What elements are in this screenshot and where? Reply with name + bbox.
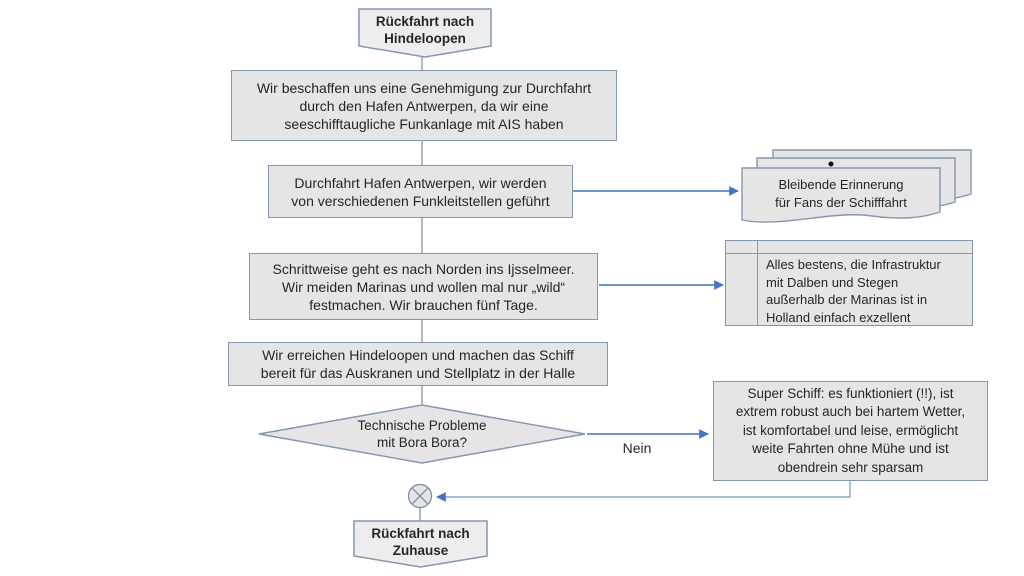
note-header-divider bbox=[726, 253, 972, 254]
multidocument-shape bbox=[741, 149, 972, 223]
diamond-shape bbox=[258, 404, 586, 464]
banner-shape bbox=[353, 520, 488, 568]
node-end-terminator: Rückfahrt nach Zuhause bbox=[353, 520, 488, 568]
node-step-transit-label: Durchfahrt Hafen Antwerpen, wir werden v… bbox=[291, 174, 550, 209]
node-start-label: Rückfahrt nach Hindeloopen bbox=[375, 14, 475, 46]
junction-circle-x-icon bbox=[407, 483, 433, 509]
node-end-label: Rückfahrt nach Zuhause bbox=[371, 526, 470, 558]
node-decision-problems: Technische Probleme mit Bora Bora? bbox=[258, 404, 586, 464]
node-result-ship-label: Super Schiff: es funktioniert (!!), ist … bbox=[735, 385, 966, 475]
node-step-transit: Durchfahrt Hafen Antwerpen, wir werden v… bbox=[268, 165, 573, 218]
note-left-divider bbox=[757, 241, 758, 325]
node-step-arrival-label: Wir erreichen Hindeloopen und machen das… bbox=[260, 347, 576, 381]
node-step-north-label: Schrittweise geht es nach Norden ins Ijs… bbox=[272, 260, 575, 313]
node-step-permission: Wir beschaffen uns eine Genehmigung zur … bbox=[231, 70, 617, 141]
document-front bbox=[741, 167, 941, 223]
node-document-memory-label: Bleibende Erinnerung für Fans der Schiff… bbox=[775, 177, 907, 210]
node-note-infrastructure-label: Alles bestens, die Infrastruktur mit Dal… bbox=[766, 257, 941, 325]
stray-bullet-dot bbox=[828, 161, 834, 167]
banner-shape bbox=[358, 8, 492, 58]
node-start-terminator: Rückfahrt nach Hindeloopen bbox=[358, 8, 492, 58]
node-decision-problems-label: Technische Probleme mit Bora Bora? bbox=[357, 418, 487, 450]
node-result-ship: Super Schiff: es funktioniert (!!), ist … bbox=[713, 381, 988, 481]
node-step-permission-label: Wir beschaffen uns eine Genehmigung zur … bbox=[256, 79, 592, 132]
node-step-north: Schrittweise geht es nach Norden ins Ijs… bbox=[249, 253, 598, 320]
node-document-memory: Bleibende Erinnerung für Fans der Schiff… bbox=[741, 149, 974, 228]
node-junction bbox=[407, 483, 433, 509]
edge-label-nein: Nein bbox=[622, 440, 652, 456]
node-note-infrastructure: Alles bestens, die Infrastruktur mit Dal… bbox=[725, 240, 973, 326]
node-step-arrival: Wir erreichen Hindeloopen und machen das… bbox=[228, 342, 608, 386]
arrow-result-to-junction bbox=[436, 481, 851, 502]
